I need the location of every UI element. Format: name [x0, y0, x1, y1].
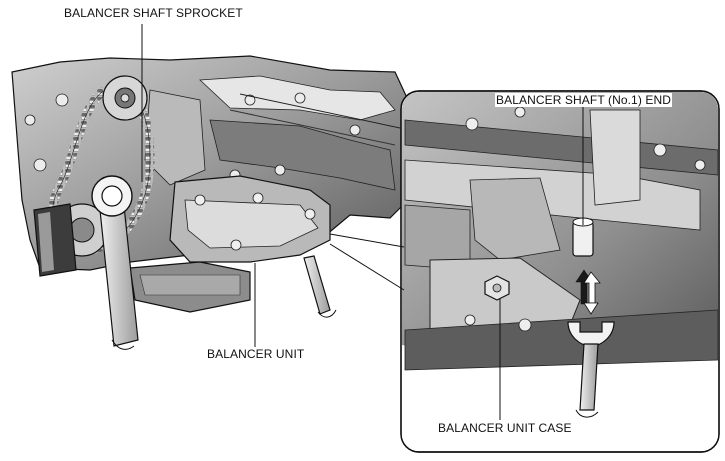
wrench-left	[91, 175, 139, 350]
oil-filter	[33, 203, 77, 277]
up-down-arrow-icon	[575, 269, 601, 315]
wrench-inset	[567, 321, 615, 418]
label-balancer-shaft-end: BALANCER SHAFT (No.1) END	[495, 93, 672, 107]
detail-inset	[400, 90, 720, 453]
leader-unit	[250, 263, 256, 361]
label-balancer-unit-case: BALANCER UNIT CASE	[437, 421, 573, 435]
oil-pan	[129, 261, 251, 313]
label-balancer-shaft-sprocket: BALANCER SHAFT SPROCKET	[63, 6, 244, 20]
wrench-right	[303, 255, 337, 318]
label-balancer-unit: BALANCER UNIT	[206, 347, 306, 361]
balancer-unit	[169, 175, 331, 263]
zoom-connector-upper	[329, 233, 405, 248]
zoom-connector-lower	[329, 243, 405, 291]
case-bolt	[484, 275, 510, 301]
balancer-shaft-sprocket	[102, 75, 148, 121]
